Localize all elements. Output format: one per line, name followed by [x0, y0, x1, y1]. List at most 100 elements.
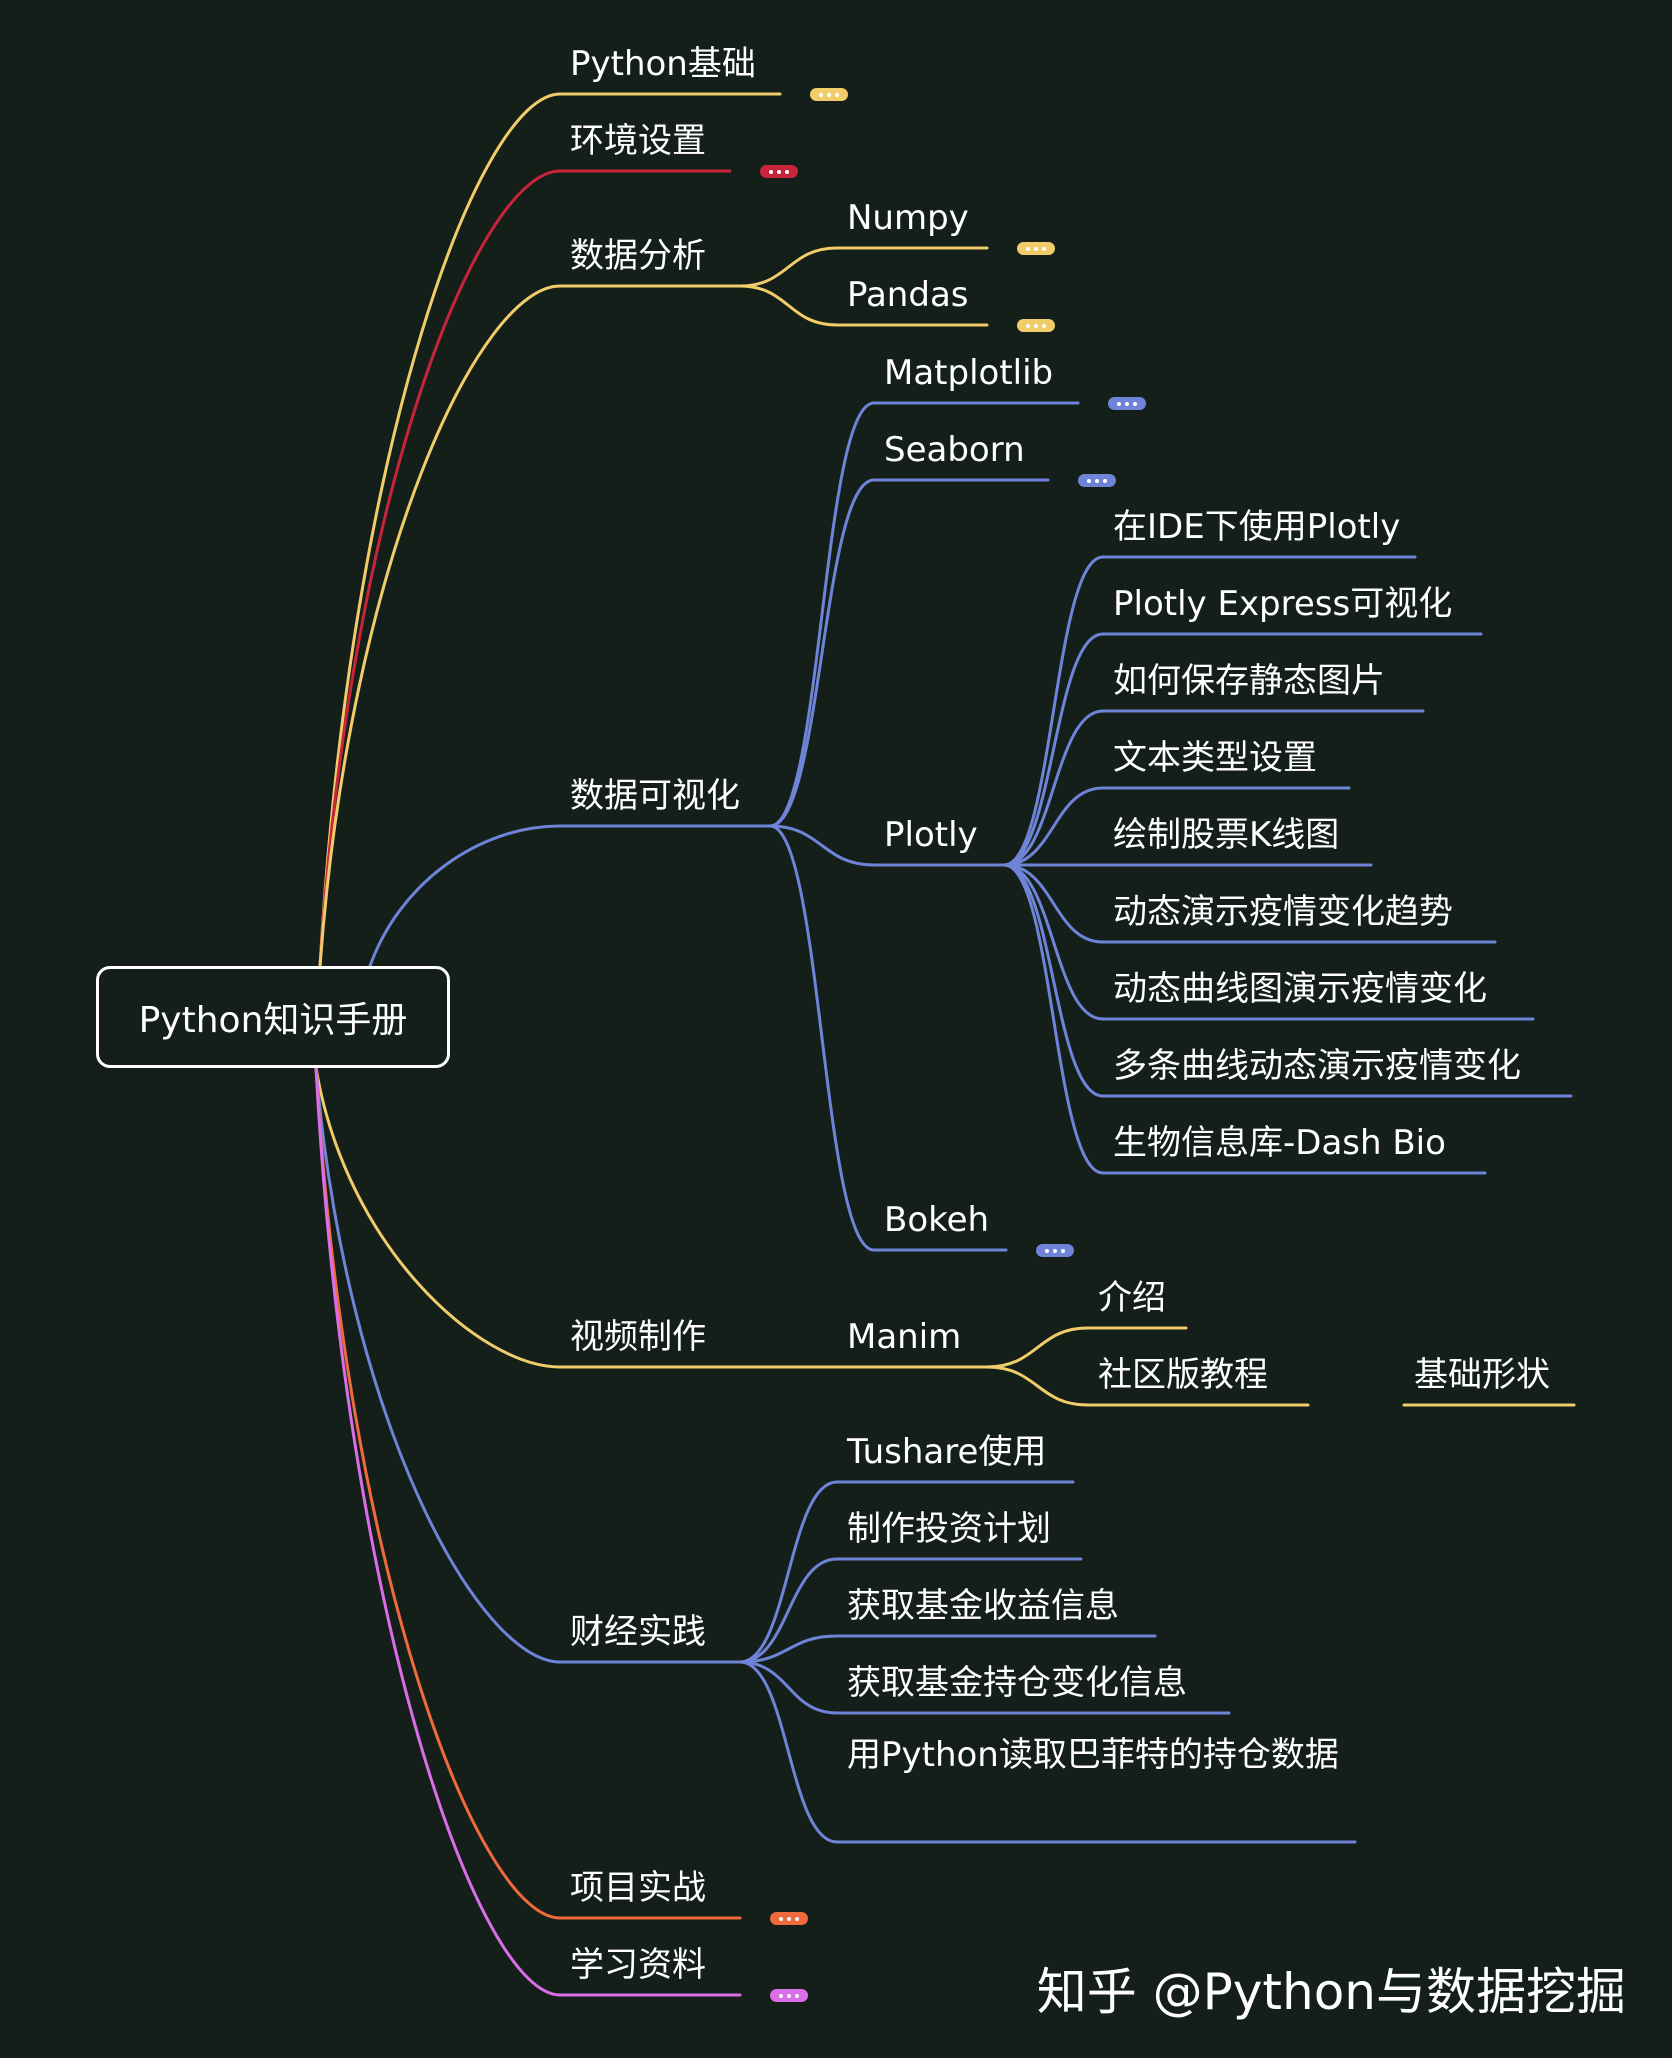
collapsed-indicator-py-basics[interactable] [810, 88, 848, 101]
connector-viz [368, 824, 562, 968]
ellipsis-dot-icon [1026, 323, 1030, 328]
node-intro[interactable]: 介绍 [1098, 1278, 1166, 1318]
ellipsis-dot-icon [1133, 401, 1137, 406]
node-projects[interactable]: 项目实战 [570, 1868, 706, 1908]
node-bokeh[interactable]: Bokeh [884, 1200, 990, 1240]
node-analysis[interactable]: 数据分析 [570, 236, 706, 276]
connector-numpy [738, 246, 839, 288]
node-resources[interactable]: 学习资料 [570, 1945, 706, 1985]
connector-f4 [738, 1660, 839, 1715]
node-p6[interactable]: 动态演示疫情变化趋势 [1113, 892, 1453, 932]
collapsed-indicator-bokeh[interactable] [1036, 1244, 1074, 1257]
node-f1[interactable]: Tushare使用 [847, 1432, 1047, 1472]
node-plotly[interactable]: Plotly [884, 815, 978, 855]
ellipsis-dot-icon [779, 1993, 783, 1998]
ellipsis-dot-icon [827, 92, 831, 97]
connector-p8 [1002, 863, 1105, 1098]
collapsed-indicator-numpy[interactable] [1017, 242, 1055, 255]
ellipsis-dot-icon [795, 1993, 799, 1998]
ellipsis-dot-icon [769, 169, 773, 174]
connector-seaborn [768, 478, 876, 828]
ellipsis-dot-icon [1095, 478, 1099, 483]
ellipsis-dot-icon [785, 169, 789, 174]
collapsed-indicator-seaborn[interactable] [1078, 474, 1116, 487]
connector-f1 [738, 1480, 839, 1664]
connector-community [985, 1365, 1090, 1407]
node-env[interactable]: 环境设置 [570, 121, 706, 161]
node-p9[interactable]: 生物信息库-Dash Bio [1113, 1123, 1446, 1163]
node-community[interactable]: 社区版教程 [1098, 1355, 1268, 1395]
connector-p9 [1002, 863, 1105, 1175]
ellipsis-dot-icon [1117, 401, 1121, 406]
node-p1[interactable]: 在IDE下使用Plotly [1113, 507, 1401, 547]
connector-p1 [1002, 555, 1105, 867]
ellipsis-dot-icon [1103, 478, 1107, 483]
connector-plotly [768, 824, 876, 867]
collapsed-indicator-matplotlib[interactable] [1108, 397, 1146, 410]
connector-bokeh [768, 824, 876, 1252]
connector-f5 [738, 1660, 839, 1844]
connector-py-basics [318, 92, 562, 968]
ellipsis-dot-icon [1087, 478, 1091, 483]
node-p7[interactable]: 动态曲线图演示疫情变化 [1113, 969, 1487, 1009]
node-seaborn[interactable]: Seaborn [884, 430, 1025, 470]
connector-p3 [1002, 709, 1105, 867]
node-p8[interactable]: 多条曲线动态演示疫情变化 [1113, 1046, 1521, 1086]
collapsed-indicator-resources[interactable] [770, 1989, 808, 2002]
node-finance[interactable]: 财经实践 [570, 1612, 706, 1652]
node-p2[interactable]: Plotly Express可视化 [1113, 584, 1453, 624]
ellipsis-dot-icon [795, 1916, 799, 1921]
ellipsis-dot-icon [1125, 401, 1129, 406]
watermark: 知乎 @Python与数据挖掘 [1036, 1963, 1626, 2021]
connector-p6 [1002, 863, 1105, 944]
ellipsis-dot-icon [1045, 1248, 1049, 1253]
connector-f2 [738, 1557, 839, 1664]
root-node-label: Python知识手册 [138, 1000, 408, 1041]
connector-finance [314, 1066, 562, 1664]
ellipsis-dot-icon [1053, 1248, 1057, 1253]
connector-intro [985, 1326, 1090, 1369]
collapsed-indicator-pandas[interactable] [1017, 319, 1055, 332]
root-node[interactable]: Python知识手册 [96, 966, 450, 1068]
collapsed-indicator-env[interactable] [760, 165, 798, 178]
ellipsis-dot-icon [1042, 246, 1046, 251]
connector-matplotlib [768, 401, 876, 828]
ellipsis-dot-icon [1034, 246, 1038, 251]
connector-pandas [738, 284, 839, 327]
connector-p2 [1002, 632, 1105, 867]
node-py-basics[interactable]: Python基础 [570, 44, 756, 84]
node-p5[interactable]: 绘制股票K线图 [1113, 815, 1340, 855]
node-f5[interactable]: 用Python读取巴菲特的持仓数据 [847, 1735, 1339, 1775]
node-pandas[interactable]: Pandas [847, 275, 969, 315]
node-f2[interactable]: 制作投资计划 [847, 1509, 1051, 1549]
ellipsis-dot-icon [1034, 323, 1038, 328]
connector-analysis [318, 284, 562, 968]
connector-video [314, 1066, 562, 1369]
ellipsis-dot-icon [787, 1916, 791, 1921]
ellipsis-dot-icon [1061, 1248, 1065, 1253]
connector-f3 [738, 1634, 839, 1664]
ellipsis-dot-icon [819, 92, 823, 97]
node-matplotlib[interactable]: Matplotlib [884, 353, 1054, 393]
node-numpy[interactable]: Numpy [847, 198, 969, 238]
connector-p4 [1002, 786, 1105, 867]
ellipsis-dot-icon [787, 1993, 791, 1998]
connector-p7 [1002, 863, 1105, 1021]
ellipsis-dot-icon [779, 1916, 783, 1921]
node-video[interactable]: 视频制作 [570, 1317, 706, 1357]
ellipsis-dot-icon [777, 169, 781, 174]
ellipsis-dot-icon [1026, 246, 1030, 251]
node-f3[interactable]: 获取基金收益信息 [847, 1586, 1119, 1626]
node-manim[interactable]: Manim [847, 1317, 962, 1357]
node-p3[interactable]: 如何保存静态图片 [1113, 661, 1385, 701]
ellipsis-dot-icon [835, 92, 839, 97]
node-p4[interactable]: 文本类型设置 [1113, 738, 1317, 778]
node-viz[interactable]: 数据可视化 [570, 776, 740, 816]
connector-env [318, 169, 562, 968]
connector-resources [314, 1066, 562, 1997]
node-shapes[interactable]: 基础形状 [1414, 1355, 1550, 1395]
node-f4[interactable]: 获取基金持仓变化信息 [847, 1663, 1187, 1703]
collapsed-indicator-projects[interactable] [770, 1912, 808, 1925]
connector-projects [314, 1066, 562, 1920]
